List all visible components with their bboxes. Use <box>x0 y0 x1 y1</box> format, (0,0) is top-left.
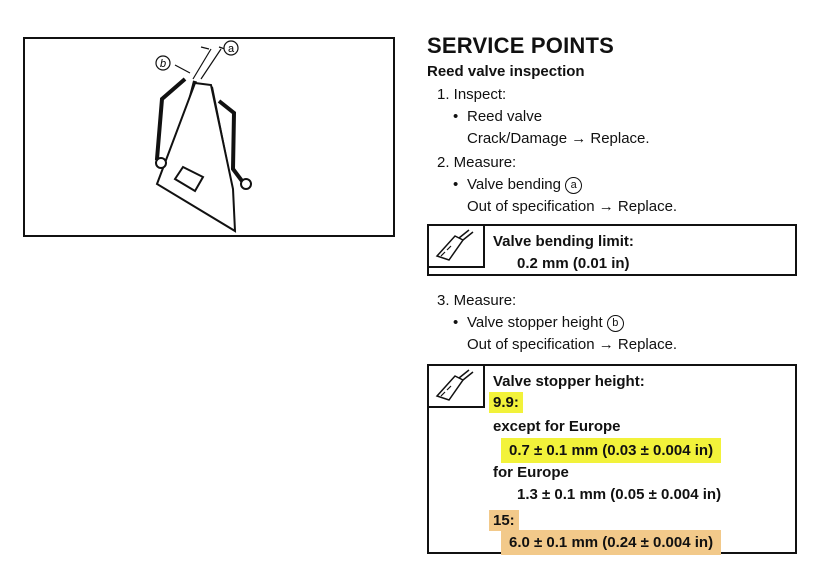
step-1-item: Reed valve <box>453 108 542 125</box>
bending-limit-spec-box: Valve bending limit: 0.2 mm (0.01 in) <box>427 224 797 276</box>
step-3-item-text: Valve stopper height <box>467 314 603 331</box>
step-1-item-text: Reed valve <box>467 108 543 125</box>
step-3-item: Valve stopper height b <box>453 314 624 332</box>
caliper-icon <box>429 226 485 268</box>
step-1-label: 1. Inspect: <box>437 86 507 103</box>
stopper-height-title: Valve stopper height: <box>493 373 645 390</box>
callout-b-ref: b <box>606 315 624 332</box>
stopper-height-spec-box: Valve stopper height: 9.9: except for Eu… <box>427 364 797 555</box>
page-title: SERVICE POINTS <box>427 33 614 58</box>
step-2-label: 2. Measure: <box>437 154 517 171</box>
dimension-arrows <box>200 46 226 50</box>
except-europe-label: except for Europe <box>493 418 621 435</box>
model-15-label: 15: <box>489 510 519 531</box>
valve-window <box>173 165 205 193</box>
section-subtitle: Reed valve inspection <box>427 63 585 80</box>
callout-a-ref: a <box>565 177 583 194</box>
dimension-line-a-right <box>200 48 222 80</box>
bending-limit-value: 0.2 mm (0.01 in) <box>517 255 630 272</box>
step-3-label: 3. Measure: <box>437 292 517 309</box>
step-3-note: Out of specification → Replace. <box>467 336 678 353</box>
step-2-item-text: Valve bending <box>467 176 561 193</box>
reed-valve-diagram: a b <box>154 40 252 233</box>
callout-b-circle <box>155 55 171 71</box>
callout-b-label: b <box>160 58 166 70</box>
dimension-line-b <box>174 64 191 74</box>
callout-a-label: a <box>228 43 235 55</box>
value-model-15: 6.0 ± 0.1 mm (0.24 ± 0.004 in) <box>501 530 722 555</box>
bending-limit-title: Valve bending limit: <box>493 233 634 250</box>
for-europe-label: for Europe <box>493 464 569 481</box>
callout-a-circle <box>223 40 239 56</box>
right-screw <box>240 178 252 190</box>
reed-valve-figure: a b <box>23 37 395 237</box>
caliper-icon <box>429 366 485 408</box>
dimension-line-a-left <box>192 48 212 80</box>
value-except-europe: 0.7 ± 0.1 mm (0.03 ± 0.004 in) <box>501 438 722 463</box>
right-stopper-plate <box>217 99 247 187</box>
step-1-note: Crack/Damage → Replace. <box>467 130 650 147</box>
step-2-note: Out of specification → Replace. <box>467 198 678 215</box>
step-2-item: Valve bending a <box>453 176 583 194</box>
model-99-label: 9.9: <box>489 392 523 413</box>
value-for-europe: 1.3 ± 0.1 mm (0.05 ± 0.004 in) <box>517 486 722 503</box>
left-screw <box>155 157 167 169</box>
